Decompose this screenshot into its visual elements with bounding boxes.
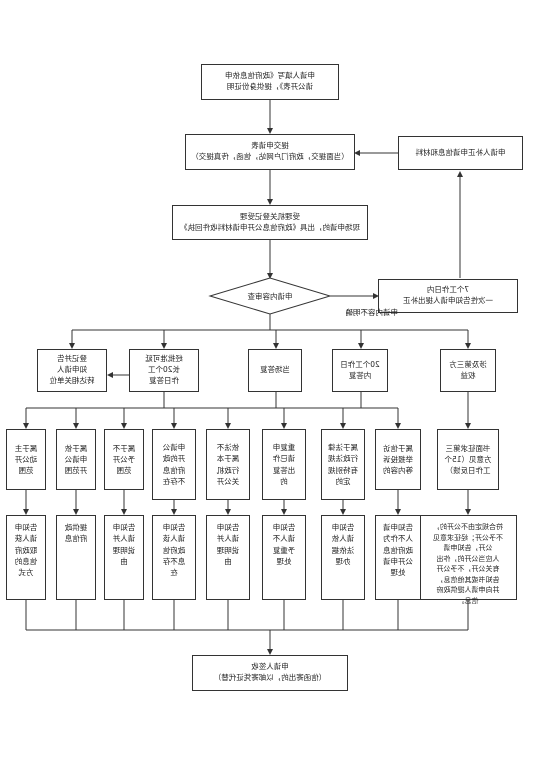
condition-col7: 属于不 予公开 范围: [104, 429, 144, 490]
condition-col4: 重复申 请已作 出答复 的: [262, 429, 306, 500]
result-col1: 符合规定由不公开的， 不予公开；经征求意见 公开，告知申请 人应当公开的，作出 …: [419, 515, 517, 605]
category-third-party: 涉及第三方 权益: [440, 349, 496, 392]
category-register: 登记并告 知申请人 转达相关单位: [37, 349, 107, 392]
condition-col9: 属于主 动公开 范围: [6, 429, 46, 490]
result-col8: 提供政 府信息: [56, 515, 96, 600]
condition-col8: 属于依 申请公 开范围: [56, 429, 96, 490]
result-col6: 告知申 请人该 政府信 息不存 在: [152, 515, 196, 600]
unclear-label: 申请内容不明确: [345, 308, 399, 317]
category-extended: 经批准可延 长20个工 作日答复: [129, 349, 199, 392]
condition-col1: 书面征求第三 方意见（15个 工作日反馈）: [437, 429, 499, 490]
result-col3: 告知申 请人依 法依据 办理: [321, 515, 365, 600]
notify-correction-box: 7个工作日内 一次性告知申请人提出补正: [378, 279, 518, 313]
accept-box: 受理机关登记受理 现场申请的，出具《政府信息公开申请材料收件回执》: [172, 205, 368, 240]
condition-col2: 属于信访 举报投诉 等内容的: [375, 429, 421, 490]
condition-col5: 依法不 属于本 行政机 关公开: [206, 429, 250, 500]
result-col4: 告知申 请人不 予重复 处理: [262, 515, 306, 600]
condition-col3: 属于法律 行政法规 有特别规 定的: [321, 429, 365, 500]
receive-box: 申请人签收 （信函寄出的，以邮寄凭证代替）: [192, 655, 348, 691]
result-col9: 告知申 请人获 取政府 信息的 方式: [6, 515, 46, 600]
result-col5: 告知申 请人并 说明理 由: [206, 515, 250, 600]
condition-col6: 申请公 开的政 府信息 不存在: [152, 429, 196, 500]
category-20days: 20个工作日 内答复: [332, 349, 388, 392]
result-col7: 告知申 请人并 说明理 由: [104, 515, 144, 600]
apply-box: 申请人填写《政府信息依申 请公开表》，提供身份证明: [201, 64, 339, 100]
review-decision: 申请内容审查: [247, 291, 293, 301]
result-col2: 告知申请 人不作为 政府信息 公开申请 处理: [375, 515, 421, 600]
supplement-box: 申请人补正申请信息和材料: [398, 136, 523, 170]
submit-box: 提交申请表 （当面提交，政府门户网站，信函，传真提交）: [185, 134, 355, 170]
category-onsite: 当场答复: [248, 349, 302, 392]
